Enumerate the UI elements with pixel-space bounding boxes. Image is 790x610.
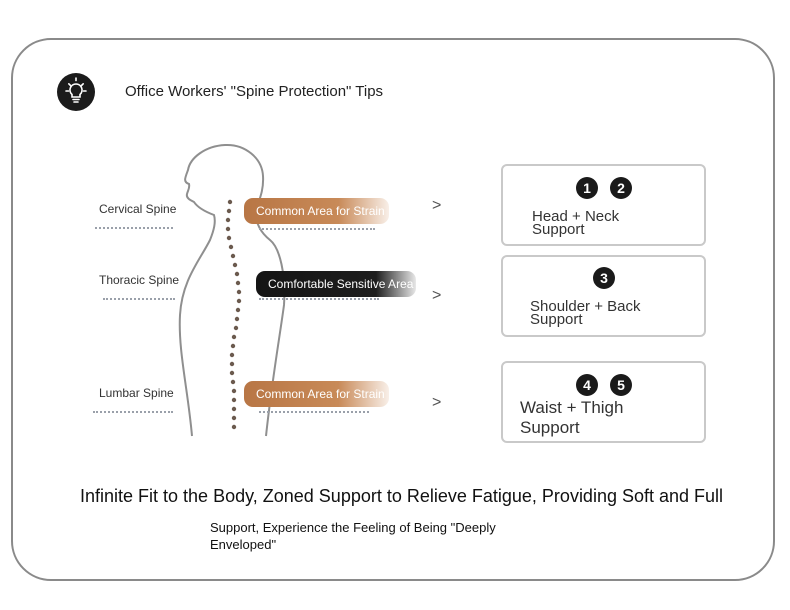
support-card-head-neck: 1 2 Head + Neck Support [501,164,706,246]
number-badge-1: 1 [576,177,598,199]
thoracic-sensitive-badge: Comfortable Sensitive Area [256,271,416,297]
thoracic-pill-underline [259,298,379,300]
lumbar-leader-line [93,411,173,413]
cervical-spine-label: Cervical Spine [99,202,177,216]
support-card-waist-thigh: 4 5 Waist + Thigh Support [501,361,706,443]
card-label: Waist + Thigh Support [520,398,624,437]
lumbar-strain-badge: Common Area for Strain [244,381,389,407]
lightbulb-icon [57,73,95,111]
human-silhouette [178,143,286,437]
spine-dots [225,199,242,430]
number-badge-5: 5 [610,374,632,396]
support-card-shoulder-back: 3 Shoulder + Back Support [501,255,706,337]
thoracic-spine-label: Thoracic Spine [99,273,180,287]
cervical-strain-badge: Common Area for Strain [244,198,389,224]
lumbar-pill-underline [259,411,369,413]
card-label: Head + Neck Support [532,208,620,238]
page-title: Office Workers' "Spine Protection" Tips [125,83,384,100]
headline: Infinite Fit to the Body, Zoned Support … [80,486,724,506]
thoracic-arrow-icon: > [432,287,442,304]
card-label: Shoulder + Back Support [530,298,641,328]
subline: Support, Experience the Feeling of Being… [210,520,496,552]
number-badge-3: 3 [593,267,615,289]
cervical-leader-line [95,227,173,229]
cervical-pill-underline [259,228,375,230]
infographic-frame [11,38,775,581]
number-badge-4: 4 [576,374,598,396]
number-badge-2: 2 [610,177,632,199]
cervical-arrow-icon: > [432,197,442,214]
lumbar-arrow-icon: > [432,394,442,411]
lumbar-spine-label: Lumbar Spine [99,386,174,400]
thoracic-leader-line [103,298,175,300]
